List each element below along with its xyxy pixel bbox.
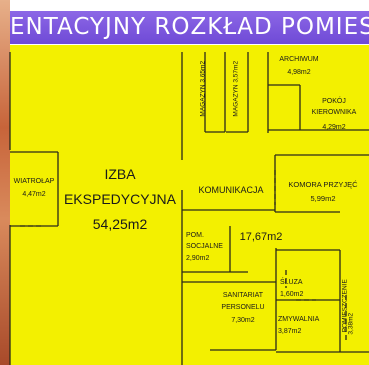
- room-name-line1: SANITARIAT: [222, 292, 264, 299]
- room-area: 5,99m2: [310, 193, 336, 203]
- room-name-line1: POM.: [186, 232, 204, 239]
- room-label-pokoj-kierownika: POKÓJ KIEROWNIKA 4,29m2: [302, 98, 366, 132]
- left-photo-strip: [0, 0, 10, 365]
- room-name-line1: POKÓJ: [322, 98, 346, 105]
- room-label-pom-socjalne: POM. SOCJALNE 2,90m2: [186, 232, 230, 263]
- room-label-komunikacja: KOMUNIKACJA: [198, 185, 264, 195]
- room-label-sluza: ŚLUZA 1,60m2: [280, 279, 324, 299]
- room-label-wiatrolap: WIATROŁAP 4,47m2: [11, 178, 57, 199]
- room-label-archiwum: ARCHIWUM 4,98m2: [270, 56, 328, 77]
- room-area: 7,30m2: [231, 317, 255, 325]
- title-bar: [10, 11, 369, 44]
- room-name: KOMORA PRZYJĘĆ: [288, 180, 358, 189]
- room-name: ŚLUZA: [280, 279, 303, 286]
- room-name-line2: SOCJALNE: [186, 243, 223, 251]
- room-label-sanitariat-personelu: SANITARIAT PERSONELU 7,30m2: [210, 292, 276, 325]
- room-area: 4,47m2: [22, 191, 46, 199]
- room-name-line2: KIEROWNIKA: [311, 109, 357, 117]
- room-name-line2: EKSPEDYCYJNA: [63, 191, 177, 208]
- room-name-line1: IZBA: [104, 166, 136, 182]
- slide-title: ENTACYJNY ROZKŁAD POMIESZ: [10, 14, 369, 40]
- room-area: 3,87m2: [278, 328, 302, 336]
- top-white-strip: [10, 0, 369, 11]
- room-label-zmywalnia: ZMYWALNIA 3,87m2: [278, 316, 338, 336]
- room-area: 4,98m2: [287, 69, 311, 77]
- room-area: 2,90m2: [186, 255, 210, 263]
- room-label-izba-ekspedycyjna: IZBA EKSPEDYCYJNA 54,25m2: [58, 166, 182, 232]
- room-name-line2: PERSONELU: [221, 304, 265, 312]
- room-label-magazyn-1: MAGAZYN 3,65m2: [199, 60, 207, 117]
- room-name: WIATROŁAP: [13, 178, 55, 185]
- room-area: 54,25m2: [92, 216, 148, 233]
- room-label-komunikacja-area: 17,67m2: [239, 231, 283, 243]
- room-name: ARCHIWUM: [279, 56, 319, 63]
- room-label-pomieszczenie-area: 3,38m2: [347, 304, 354, 344]
- room-area: 4,29m2: [322, 124, 346, 132]
- room-name: ZMYWALNIA: [278, 316, 320, 323]
- room-area: 3,38m2: [347, 312, 355, 335]
- room-label-magazyn-2: MAGAZYN 3,57m2: [232, 60, 240, 117]
- floor-plan-background: [10, 45, 369, 365]
- room-area: 1,60m2: [280, 291, 304, 299]
- room-label-komora-przyjec: KOMORA PRZYJĘĆ 5,99m2: [278, 180, 368, 203]
